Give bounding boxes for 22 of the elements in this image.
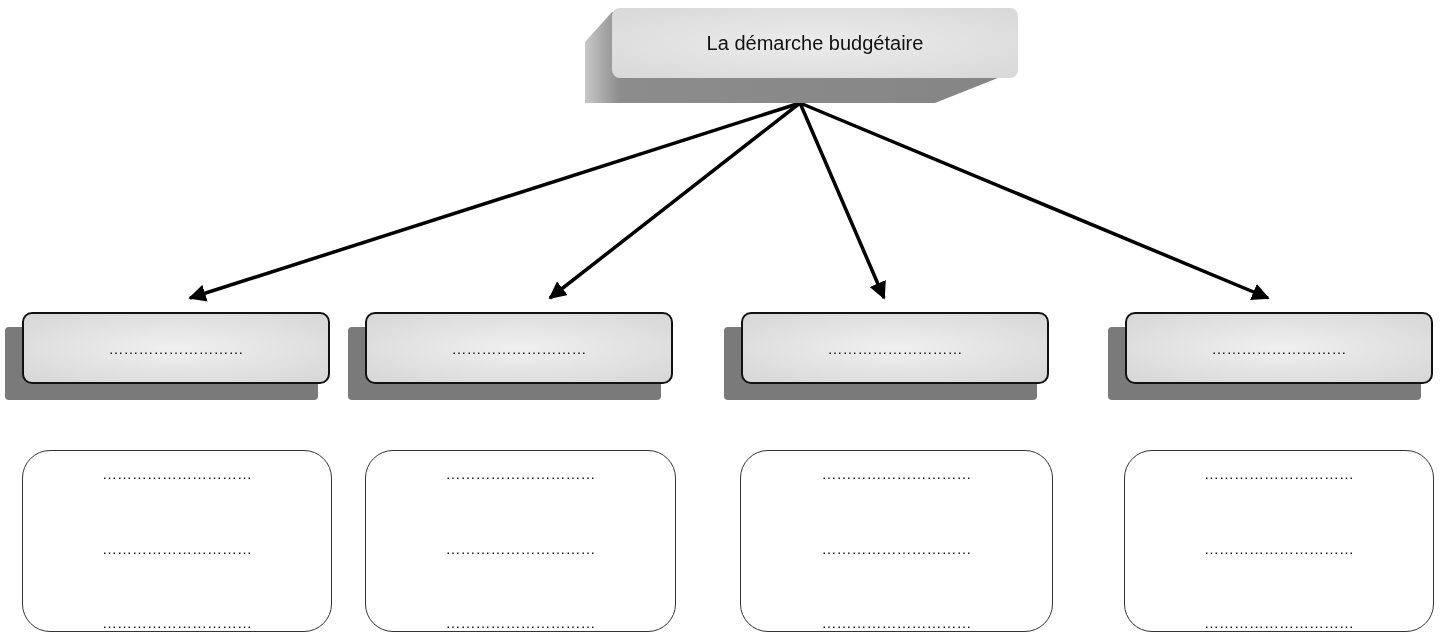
arrow — [798, 102, 886, 300]
fill-in-line: ………………………… — [102, 539, 252, 557]
fill-in-line: ………………………… — [1204, 539, 1354, 557]
fill-in-line: ………………………… — [1204, 465, 1354, 482]
title-box: La démarche budgétaire — [612, 8, 1018, 78]
fill-in-line: ………………………… — [1204, 614, 1354, 631]
fill-in-line: ………………………… — [102, 614, 252, 631]
fill-in-line: ………………………… — [821, 465, 972, 482]
content-box — [22, 450, 332, 632]
heading-box: ……………………… — [365, 312, 673, 384]
content-box — [1124, 450, 1434, 632]
content-box — [740, 450, 1053, 632]
heading-box: ……………………… — [22, 312, 330, 384]
content-box — [365, 450, 676, 632]
heading-box: ……………………… — [741, 312, 1049, 384]
fill-in-line: ………………………… — [821, 539, 972, 557]
fill-in-line: ………………………… — [445, 539, 596, 557]
fill-in-line: ………………………… — [102, 465, 252, 482]
fill-in-line: ………………………… — [445, 614, 596, 631]
fill-in-line: ………………………… — [821, 614, 972, 631]
fill-in-line: ………………………… — [445, 465, 596, 482]
heading-box: ……………………… — [1125, 312, 1433, 384]
